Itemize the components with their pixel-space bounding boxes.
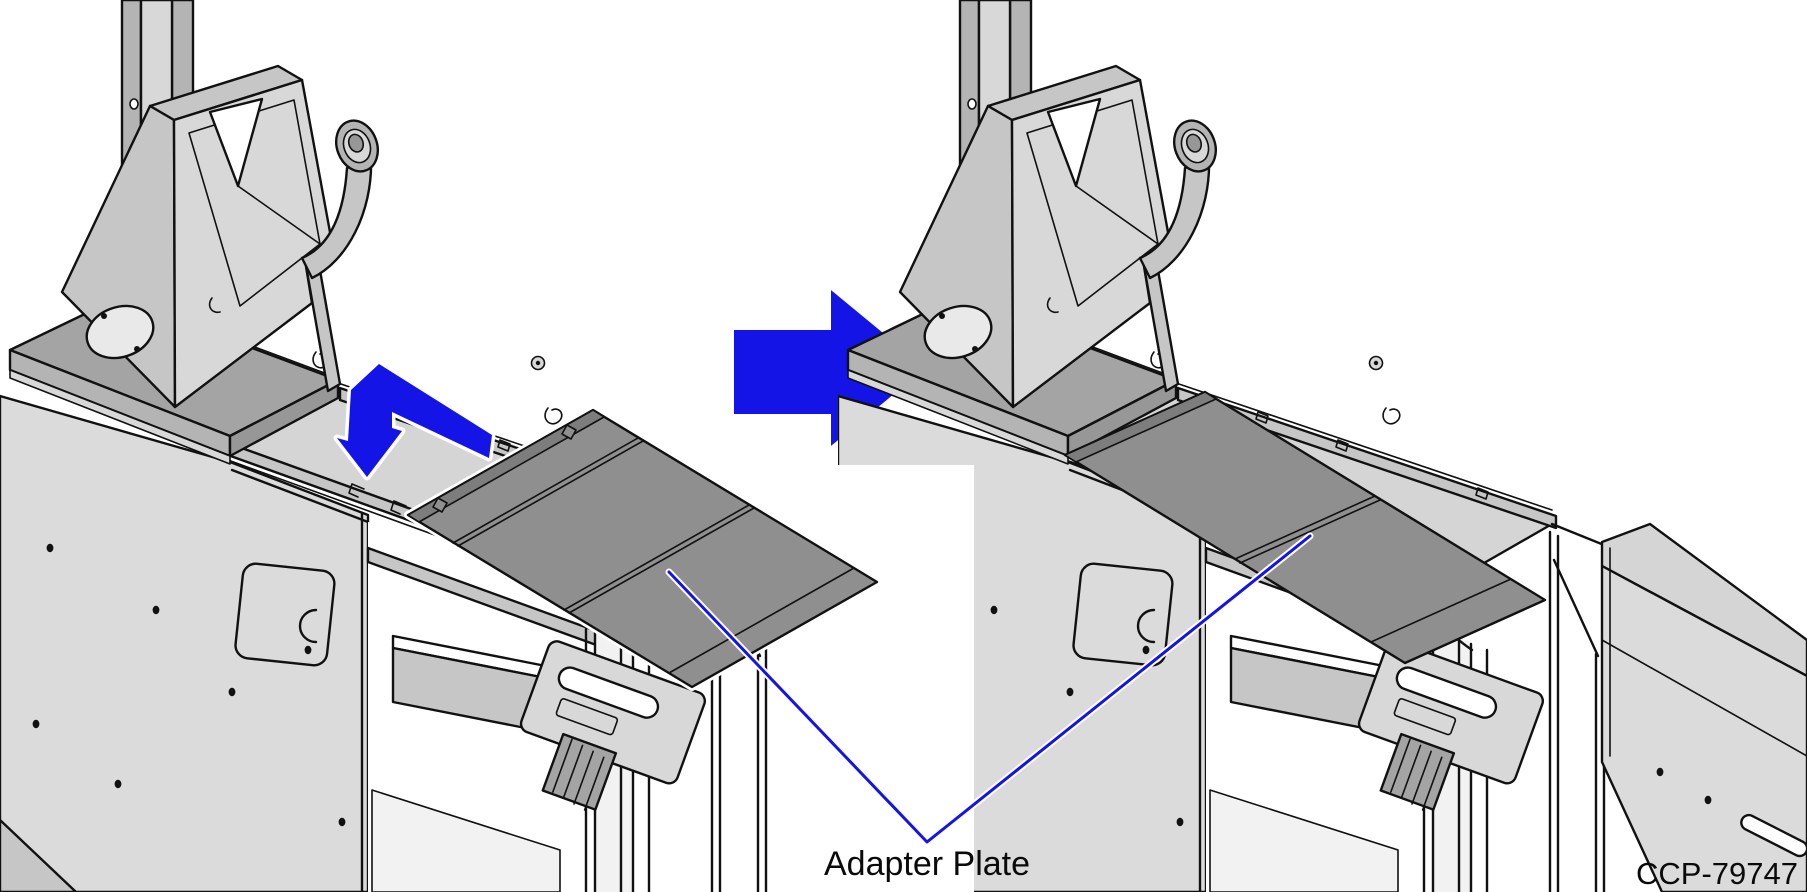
side-module [1600, 522, 1807, 892]
callout-label: Adapter Plate [823, 845, 1031, 883]
panel-after [838, 0, 1807, 892]
leader-line [665, 532, 1314, 846]
adapter-plate-floating [404, 406, 881, 691]
plate-ribs [1234, 495, 1512, 643]
insertion-arrow-icon [333, 360, 496, 481]
adapter-plate-installed [1063, 390, 1547, 665]
figure-code: CCP-79747 [1636, 856, 1798, 891]
panel-before [0, 0, 881, 892]
plate-ribs [452, 437, 855, 674]
